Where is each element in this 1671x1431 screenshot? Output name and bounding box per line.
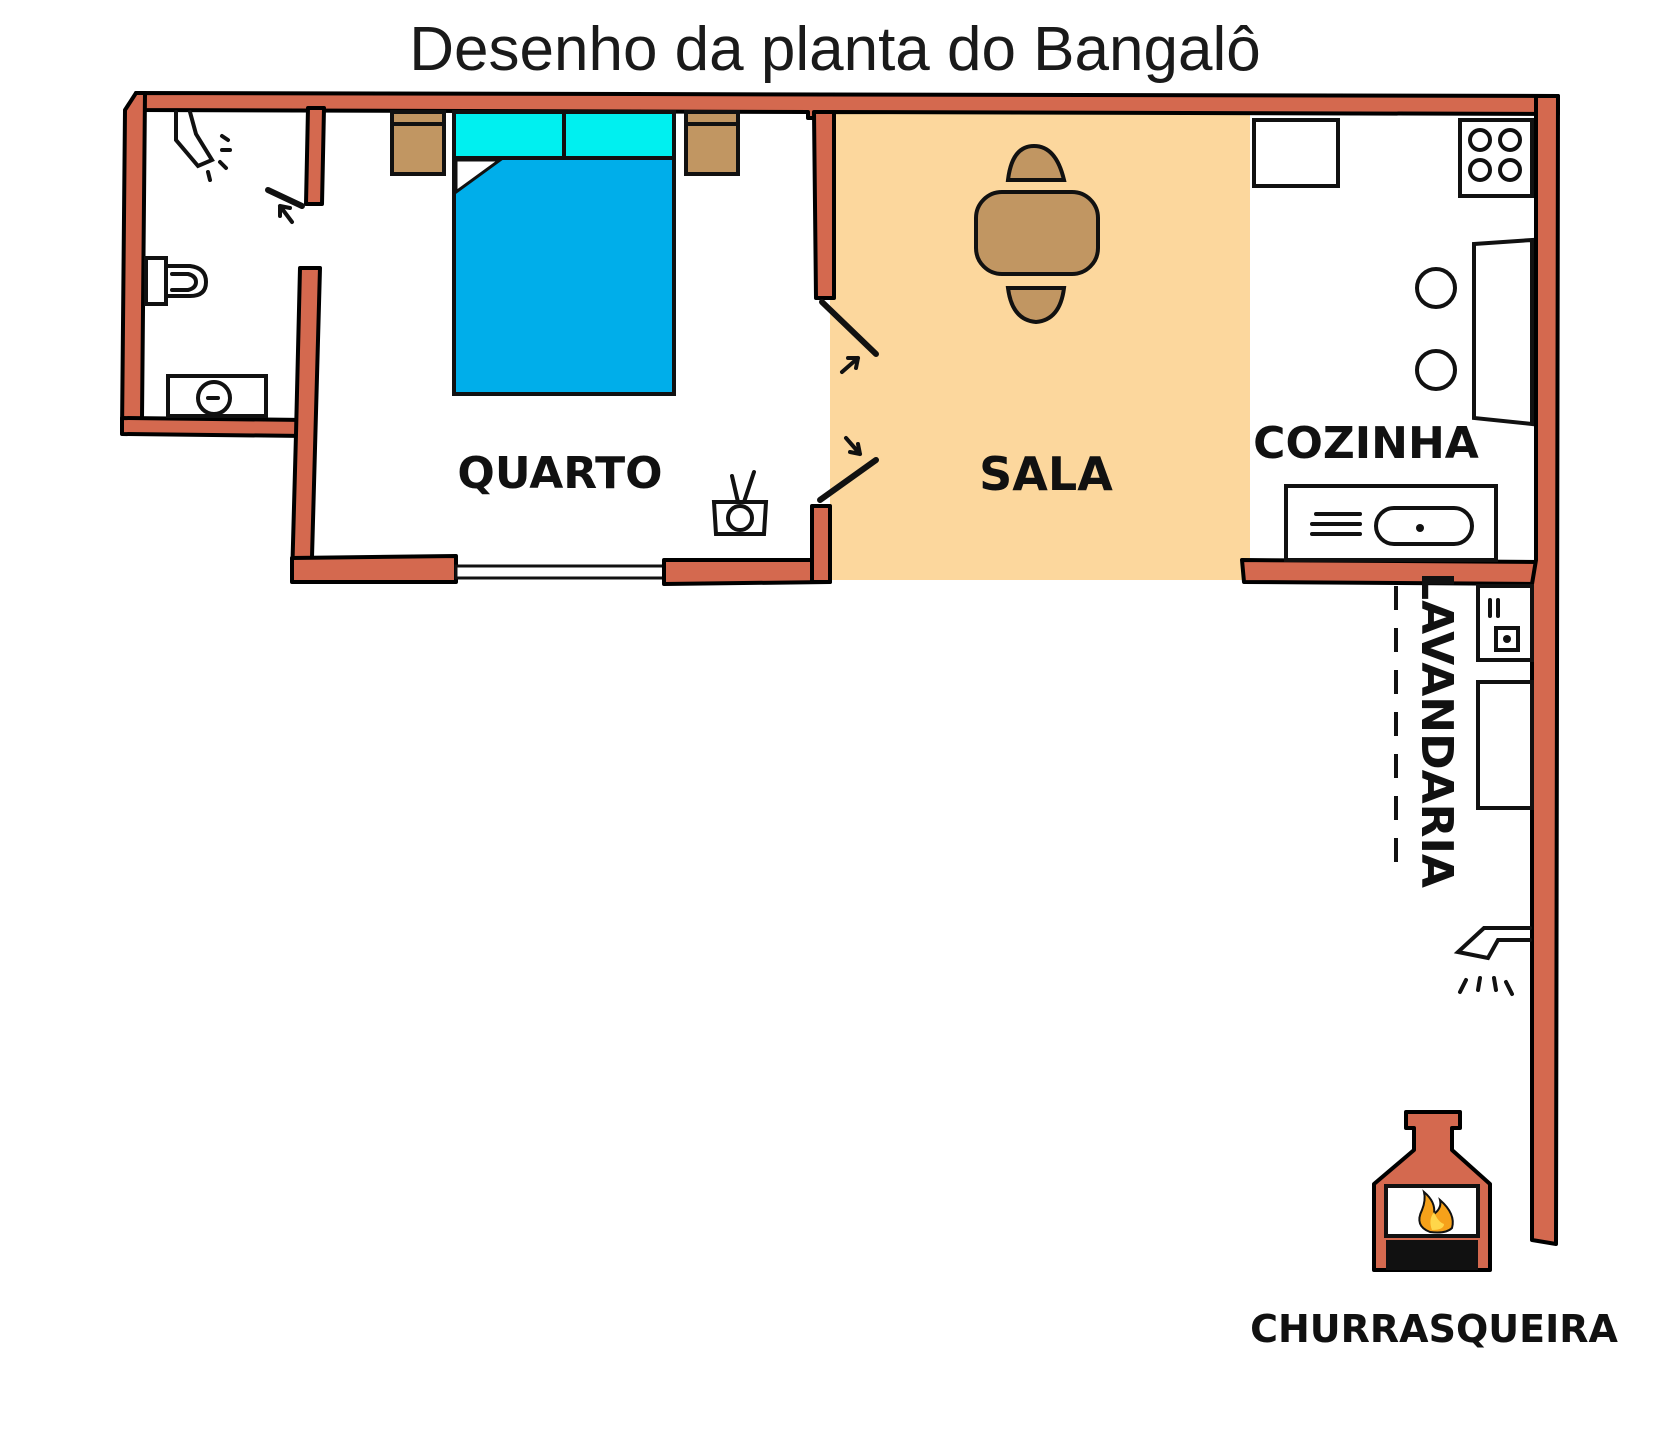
- door-arrow-icon: [844, 436, 862, 456]
- kitchen-counter: [1472, 237, 1534, 427]
- wall-bath-partition-upper: [304, 106, 326, 206]
- nightstand-left: [390, 110, 446, 176]
- bathroom-door[interactable]: [265, 187, 305, 209]
- cozinha: COZINHA: [1252, 118, 1534, 562]
- quarto: QUARTO: [390, 110, 879, 536]
- shower-icon: [174, 110, 232, 182]
- wall-quarto-bottom-right: [662, 556, 832, 586]
- laundry-tank: [1476, 680, 1534, 810]
- dining-table: [974, 190, 1100, 276]
- pillow-right: [562, 110, 676, 160]
- door-arrow-icon: [840, 356, 860, 374]
- wall-sala-partition-lower: [810, 504, 832, 584]
- chair-bottom: [1005, 286, 1067, 325]
- lavandaria: LAVANDARIA: [1394, 572, 1534, 888]
- page-title: Desenho da planta do Bangalô: [409, 15, 1260, 84]
- sala-door-bottom[interactable]: [817, 457, 879, 503]
- room-label-churrasqueira: CHURRASQUEIRA: [1250, 1307, 1618, 1351]
- kitchen-sink-icon: [1284, 484, 1498, 562]
- walls: [120, 91, 1560, 1246]
- pillow-left: [452, 110, 566, 160]
- room-label-lavandaria: LAVANDARIA: [1411, 572, 1462, 888]
- wall-sala-partition-upper: [812, 110, 836, 300]
- stool-1: [1415, 267, 1457, 309]
- fridge: [1252, 118, 1340, 188]
- wall-right: [1530, 94, 1560, 1246]
- sink-icon: [166, 374, 268, 418]
- door-arrow-icon: [278, 204, 294, 224]
- room-label-sala: SALA: [979, 447, 1113, 501]
- bathroom: [144, 110, 305, 418]
- wall-quarto-left: [290, 266, 322, 582]
- wall-bathroom-bottom: [120, 416, 308, 438]
- stool-2: [1415, 349, 1457, 391]
- sala-door-top[interactable]: [819, 299, 879, 357]
- quarto-window: [454, 564, 666, 580]
- churrasqueira-icon: [1372, 1110, 1492, 1272]
- wall-bathroom-left: [120, 91, 147, 434]
- flame-icon: [1418, 1189, 1454, 1234]
- outdoor-shower-icon: [1453, 926, 1532, 996]
- wall-cozinha-bottom: [1240, 558, 1542, 586]
- nightstand-right: [684, 110, 740, 176]
- stove-icon: [1458, 118, 1534, 198]
- chair-top: [1005, 143, 1067, 182]
- washing-machine-icon: [1476, 584, 1534, 662]
- sala: SALA: [974, 143, 1113, 501]
- room-label-quarto: QUARTO: [457, 448, 662, 499]
- bed-sheet-fold: [454, 158, 505, 195]
- room-label-cozinha: COZINHA: [1253, 418, 1479, 469]
- toilet-icon: [144, 256, 209, 306]
- wall-quarto-bottom-left: [290, 554, 458, 584]
- tv-icon: [711, 470, 769, 536]
- sala-floor: [830, 112, 1250, 580]
